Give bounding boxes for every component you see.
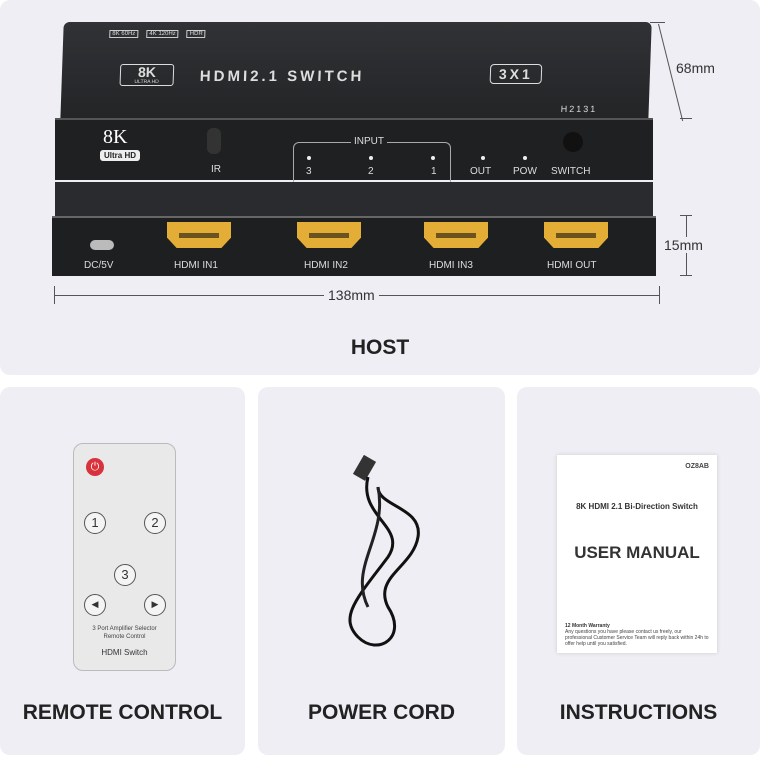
port-label: HDMI OUT xyxy=(547,260,597,271)
switch-top: 8K 60Hz 4K 120Hz HDR 8K ULTRA HD HDMI2.1… xyxy=(60,22,652,122)
logo-8k: 8K xyxy=(137,64,157,80)
port-label: HDMI IN1 xyxy=(174,260,218,271)
height-dimension: 68mm xyxy=(676,60,715,76)
right-arrow-icon: ▶ xyxy=(144,594,166,616)
left-arrow-icon: ◀ xyxy=(84,594,106,616)
badge: 4K 120Hz xyxy=(146,30,179,38)
hdmi-port xyxy=(424,222,488,248)
remote-control: ⏻ 1 2 3 ◀ ▶ 3 Port Amplifier Selector Re… xyxy=(73,443,176,671)
front-ultra: Ultra HD xyxy=(100,150,141,161)
pow-label: POW xyxy=(513,166,537,177)
front-8k: 8K xyxy=(103,126,128,148)
input-1-label: 1 xyxy=(431,166,437,177)
input-2-label: 2 xyxy=(368,166,374,177)
remote-button-2: 2 xyxy=(144,512,166,534)
host-caption: HOST xyxy=(350,336,410,359)
remote-button-3: 3 xyxy=(114,564,136,586)
power-icon: ⏻ xyxy=(86,458,104,476)
manual-subtitle: 8K HDMI 2.1 Bi-Direction Switch xyxy=(576,502,698,511)
model-number: H2131 xyxy=(560,104,598,114)
input-label: INPUT xyxy=(351,136,387,147)
switch-front-panel: 8K Ultra HD IR INPUT 3 2 1 OUT POW SWITC… xyxy=(55,118,653,182)
port-label: HDMI IN2 xyxy=(304,260,348,271)
manual-note: Any questions you have please contact us… xyxy=(565,629,709,647)
switch-rear-panel: DC/5V HDMI IN1 HDMI IN2 HDMI IN3 HDMI OU… xyxy=(52,216,656,276)
manual-code: OZ8AB xyxy=(685,463,709,470)
manual-title: USER MANUAL xyxy=(574,543,700,562)
remote-card: ⏻ 1 2 3 ◀ ▶ 3 Port Amplifier Selector Re… xyxy=(0,387,245,755)
ratio-label: 3X1 xyxy=(489,64,543,84)
product-title: HDMI2.1 SWITCH xyxy=(199,68,365,85)
switch-rear-top xyxy=(55,182,653,218)
ir-window xyxy=(207,128,221,154)
badge: 8K 60Hz xyxy=(109,30,139,38)
power-cord-caption: POWER CORD xyxy=(308,701,455,724)
hdmi-port xyxy=(297,222,361,248)
remote-brand: HDMI Switch xyxy=(101,648,148,657)
port-label: DC/5V xyxy=(84,260,114,271)
logo-ultra: ULTRA HD xyxy=(134,79,159,85)
user-manual: OZ8AB 8K HDMI 2.1 Bi-Direction Switch US… xyxy=(557,455,717,653)
host-panel: 8K 60Hz 4K 120Hz HDR 8K ULTRA HD HDMI2.1… xyxy=(0,0,760,375)
hdmi-port xyxy=(544,222,608,248)
ir-label: IR xyxy=(211,164,221,175)
remote-text: Remote Control xyxy=(103,634,146,640)
remote-button-1: 1 xyxy=(84,512,106,534)
input-3-label: 3 xyxy=(306,166,312,177)
switch-label: SWITCH xyxy=(551,166,591,177)
power-cord-card: POWER CORD xyxy=(258,387,505,755)
depth-dimension: 15mm xyxy=(664,237,703,253)
switch-button[interactable] xyxy=(563,132,583,152)
port-label: HDMI IN3 xyxy=(429,260,473,271)
instructions-caption: INSTRUCTIONS xyxy=(559,701,718,724)
instructions-card: OZ8AB 8K HDMI 2.1 Bi-Direction Switch US… xyxy=(517,387,760,755)
width-dimension: 138mm xyxy=(324,287,379,303)
usb-cable-icon xyxy=(348,454,420,647)
manual-warranty: 12 Month Warranty xyxy=(565,623,610,629)
usb-c-port xyxy=(90,240,114,250)
out-label: OUT xyxy=(470,166,492,177)
badge: HDR xyxy=(186,30,206,38)
remote-caption: REMOTE CONTROL xyxy=(22,701,223,724)
remote-text: 3 Port Amplifier Selector xyxy=(92,626,157,632)
hdmi-port xyxy=(167,222,231,248)
